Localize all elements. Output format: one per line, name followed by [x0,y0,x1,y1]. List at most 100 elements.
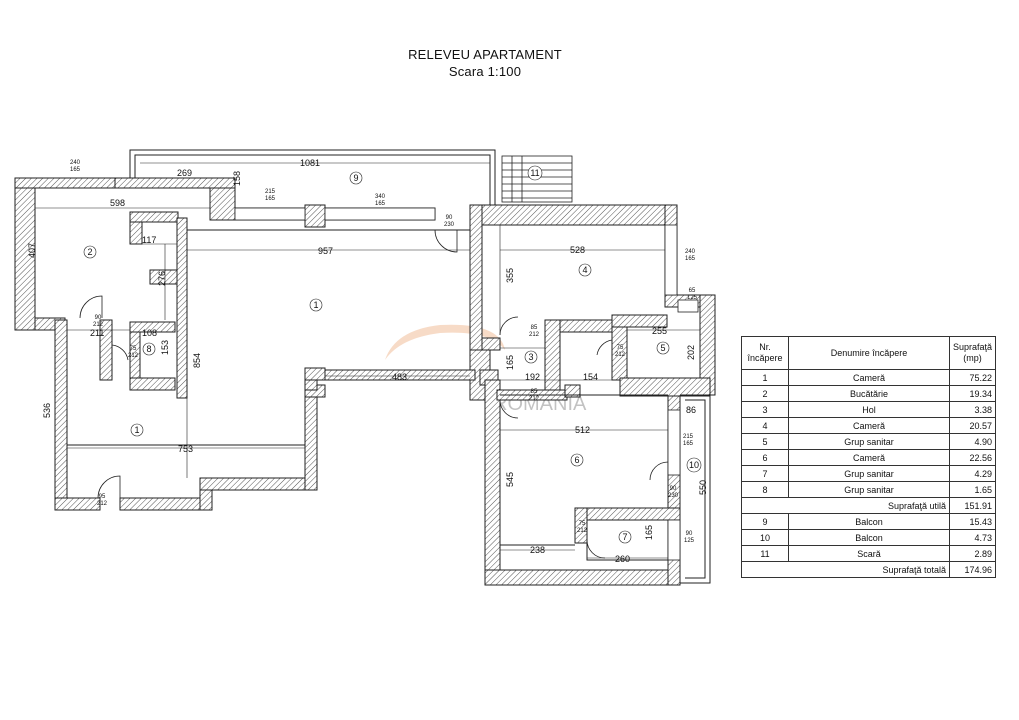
dim-545: 545 [505,472,515,487]
dim-158: 158 [232,171,242,186]
cell-nr: 4 [741,417,789,434]
open-g-h: 165 [685,256,696,262]
room-label-5: 5 [660,343,665,353]
cell-area: 19.34 [948,385,997,402]
open-d-w: 90 [446,215,453,221]
open-o-w: 90 [686,531,693,537]
open-o-h: 125 [684,538,695,544]
open-j-w: 75 [617,345,624,351]
open-f-h: 212 [128,353,139,359]
cell-name: Hol [788,401,950,418]
open-m-h: 230 [668,493,679,499]
cell-name: Grup sanitar [788,465,950,482]
open-b-h: 165 [265,196,276,202]
dim-165b: 165 [644,525,654,540]
room-label-3: 3 [528,352,533,362]
cell-nr: 7 [741,465,789,482]
drawing-title: RELEVEU APARTAMENT Scara 1:100 [385,46,585,80]
cell-nr: 11 [741,545,789,562]
dim-154: 154 [583,372,598,382]
cell-name: Grup sanitar [788,481,950,498]
dim-512: 512 [575,425,590,435]
open-n-h: 212 [577,528,588,534]
cell-area: 2.89 [948,545,997,562]
header-area: Suprafaţă (mp) [948,336,997,370]
room-labels: 1 2 9 11 4 3 5 6 7 8 10 1 [83,165,702,544]
cell-name: Balcon [788,529,950,546]
open-j-h: 212 [615,352,626,358]
stairs [501,155,573,203]
open-h-h: 125 [687,295,698,301]
dim-854: 854 [192,353,202,368]
useful-area-value: 151.91 [948,497,997,514]
cell-nr: 9 [741,513,789,530]
dim-269: 269 [177,168,192,178]
dim-117: 117 [142,235,156,245]
cell-area: 22.56 [948,449,997,466]
dim-165a: 165 [505,355,515,370]
open-i-h: 212 [529,332,540,338]
total-area-label: Suprafaţă totală [741,561,950,578]
total-area-value: 174.96 [948,561,997,578]
title-line-1: RELEVEU APARTAMENT [408,47,562,62]
dim-260: 260 [615,554,630,564]
dimension-lines [34,162,711,580]
room-label-7: 7 [622,532,627,542]
open-k-w: 85 [531,389,538,395]
open-l-h: 165 [683,441,694,447]
dim-255: 255 [652,326,667,336]
dimension-texts: 598 407 117 276 108 153 211 536 753 957 … [27,158,708,564]
cell-area: 1.65 [948,481,997,498]
cell-area: 4.90 [948,433,997,450]
open-l-w: 215 [683,434,694,440]
cell-name: Balcon [788,513,950,530]
open-c-h: 165 [375,201,386,207]
windows [234,207,699,561]
dim-192: 192 [525,372,540,382]
cell-name: Cameră [788,417,950,434]
room-label-11: 11 [530,168,539,178]
cell-area: 3.38 [948,401,997,418]
open-p-h: 212 [97,501,108,507]
cell-nr: 2 [741,385,789,402]
cell-area: 75.22 [948,369,997,386]
dim-550: 550 [698,480,708,495]
cell-name: Cameră [788,369,950,386]
room-label-8: 8 [146,344,151,354]
open-p-w: 95 [99,494,106,500]
cell-name: Scară [788,545,950,562]
open-e-h: 212 [93,322,104,328]
dim-598: 598 [110,198,125,208]
open-a-w: 240 [70,160,81,166]
cell-area: 4.73 [948,529,997,546]
cell-nr: 1 [741,369,789,386]
cell-nr: 6 [741,449,789,466]
header-nr: Nr. încăpere [741,336,789,370]
open-i-w: 85 [531,325,538,331]
open-h-w: 65 [689,288,696,294]
open-f-w: 75 [130,346,137,352]
room-label-1: 1 [313,300,318,310]
cell-name: Cameră [788,449,950,466]
dim-211: 211 [90,328,104,338]
opening-labels: 240 165 215 165 340 165 90 230 90 212 75… [70,160,698,544]
open-c-w: 340 [375,194,386,200]
cell-nr: 5 [741,433,789,450]
room-label-6: 6 [574,455,579,465]
dim-528: 528 [570,245,585,255]
room-label-2: 2 [87,247,92,257]
dim-355: 355 [505,268,515,283]
dim-238: 238 [530,545,545,555]
cell-nr: 8 [741,481,789,498]
cell-area: 20.57 [948,417,997,434]
walls [14,177,716,586]
dim-276: 276 [157,271,167,286]
